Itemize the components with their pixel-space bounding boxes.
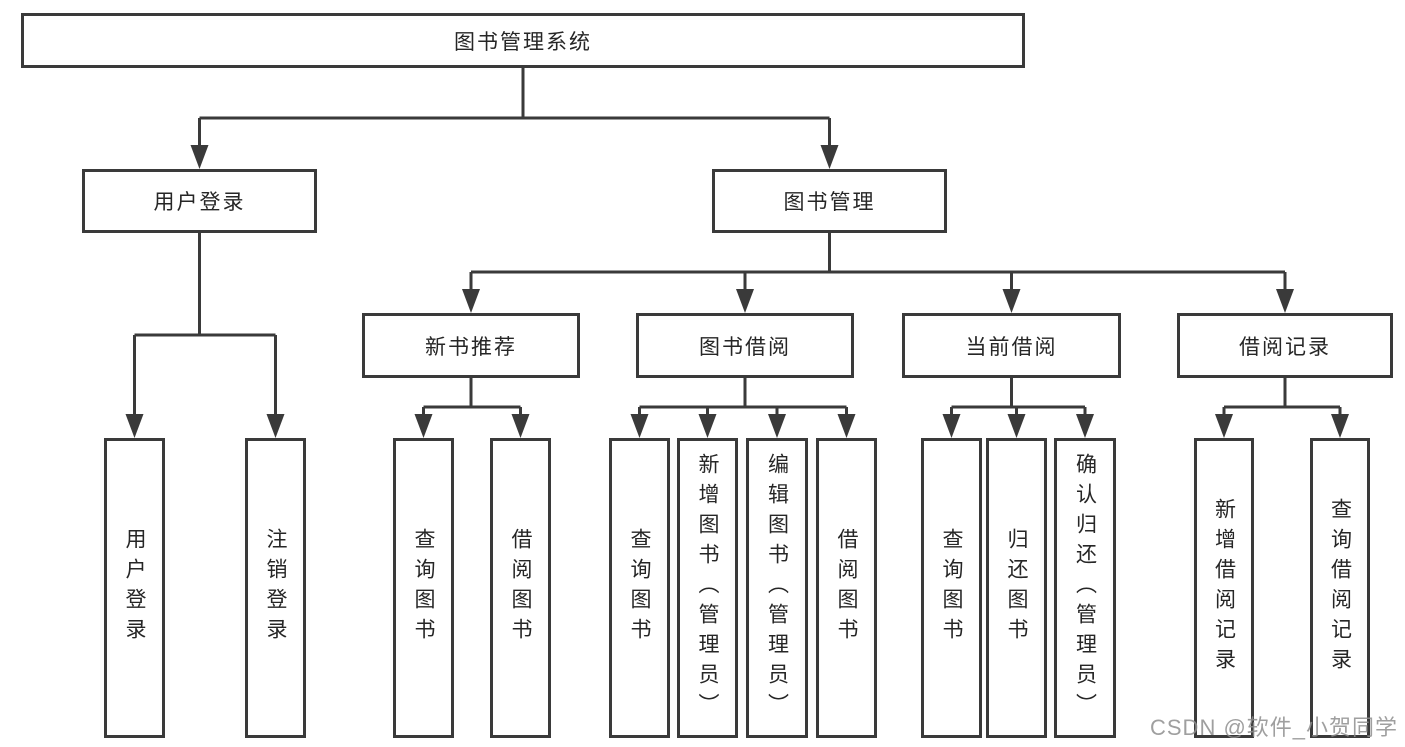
leaf-logout: 注销登录 [245, 438, 306, 738]
arrowhead [511, 414, 530, 438]
leaf-confirm-return-admin: 确认归还（管理员） [1054, 438, 1116, 738]
connector-current-borrowing [950, 378, 1087, 419]
arrowhead [1007, 414, 1026, 438]
arrowhead [190, 145, 209, 169]
arrowhead [1276, 289, 1294, 313]
connector-borrowing-records [1222, 378, 1342, 419]
arrowhead [414, 414, 433, 438]
arrowhead [1002, 289, 1021, 313]
node-borrowing-records: 借阅记录 [1177, 313, 1393, 378]
leaf-query-books-3: 查询图书 [921, 438, 982, 738]
csdn-watermark: CSDN @软件_小贺同学 [1150, 715, 1399, 740]
leaf-add-book-admin: 新增图书（管理员） [677, 438, 738, 738]
arrowhead [820, 145, 839, 169]
arrowhead [1076, 414, 1094, 438]
node-book-borrowing: 图书借阅 [636, 313, 854, 378]
node-book-management: 图书管理 [712, 169, 947, 233]
leaf-add-borrow-record: 新增借阅记录 [1194, 438, 1254, 738]
arrowhead [698, 414, 717, 438]
arrowhead [462, 289, 480, 313]
arrowhead [266, 414, 285, 438]
leaf-return-books: 归还图书 [986, 438, 1047, 738]
connector-root [198, 68, 831, 150]
leaf-query-books: 查询图书 [393, 438, 454, 738]
connector-book-management [469, 233, 1287, 294]
connector-book-borrowing [638, 378, 848, 419]
leaf-query-borrow-record: 查询借阅记录 [1310, 438, 1370, 738]
arrowhead [1331, 414, 1349, 438]
node-user-login: 用户登录 [82, 169, 317, 233]
leaf-borrow-books: 借阅图书 [490, 438, 551, 738]
node-new-book-recommendation: 新书推荐 [362, 313, 580, 378]
connector-new-book [422, 378, 522, 419]
arrowhead [630, 414, 649, 438]
leaf-borrow-books-2: 借阅图书 [816, 438, 877, 738]
leaf-query-books-2: 查询图书 [609, 438, 670, 738]
arrowhead [1215, 414, 1233, 438]
arrowhead [942, 414, 961, 438]
arrowhead [125, 414, 144, 438]
node-current-borrowing: 当前借阅 [902, 313, 1121, 378]
arrowhead [768, 414, 786, 438]
arrowhead [837, 414, 856, 438]
arrowhead [736, 289, 754, 313]
root-node: 图书管理系统 [21, 13, 1025, 68]
leaf-user-login: 用户登录 [104, 438, 165, 738]
leaf-edit-book-admin: 编辑图书（管理员） [746, 438, 808, 738]
connector-user-login [133, 233, 277, 419]
